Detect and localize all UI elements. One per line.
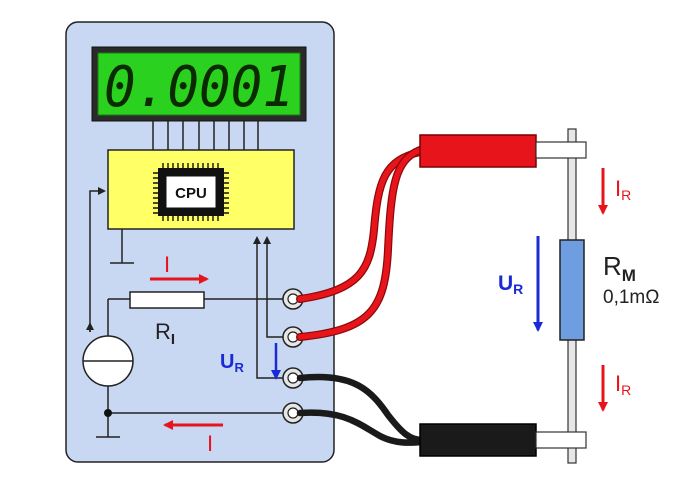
measured-resistor-value: 0,1mΩ (603, 287, 659, 308)
cpu-label: CPU (175, 185, 207, 202)
internal-resistor (129, 291, 205, 309)
jack-current-low (282, 402, 304, 424)
meter-voltage-label: UR (220, 351, 244, 375)
processor-ground-symbol (110, 229, 134, 264)
probe-current-label-bottom: IR (615, 371, 631, 398)
red-test-leads (296, 146, 424, 341)
display-bus-lines (152, 121, 259, 150)
cpu-chip: CPU (153, 163, 229, 221)
jack-current-high (282, 288, 304, 310)
probe-current-label-top: IR (615, 176, 631, 203)
probe-voltage-label: UR (498, 272, 523, 297)
black-probe (419, 423, 587, 457)
ground-junction (104, 409, 112, 417)
current-label-top: I (164, 252, 170, 277)
red-probe (419, 134, 587, 168)
current-label-bottom: I (207, 431, 213, 456)
current-source (82, 299, 134, 413)
display-readout: 0.0001 (104, 55, 294, 120)
internal-resistor-label: RI (155, 319, 175, 348)
meter-body (65, 21, 335, 463)
measured-resistor-label: RM (603, 251, 636, 285)
black-test-leads (296, 373, 426, 446)
seven-segment-display: 0.0001 (91, 46, 307, 122)
measured-resistor (559, 239, 585, 341)
source-feedback-wire (86, 187, 106, 332)
